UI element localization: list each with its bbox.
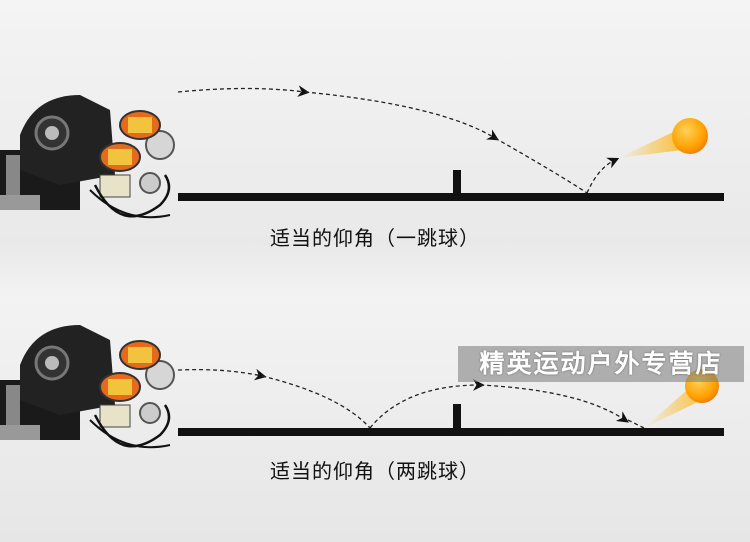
- panel-top: 适当的仰角（一跳球）: [270, 226, 480, 250]
- trajectory-arrow: [369, 379, 485, 429]
- trajectory-path: [261, 375, 371, 429]
- table-line: [178, 193, 724, 201]
- trajectory-arrow: [586, 157, 620, 194]
- caption-one-bounce: 适当的仰角（一跳球）: [270, 226, 480, 250]
- table-line: [178, 428, 724, 436]
- panel-one-bounce: [0, 85, 724, 219]
- ball-trail: [618, 128, 682, 158]
- trajectory-path: [494, 137, 588, 194]
- caption-two-bounce: 适当的仰角（两跳球）: [270, 459, 480, 483]
- ball-icon: [672, 118, 708, 154]
- trajectory-arrow: [177, 85, 310, 97]
- trajectory-arrow: [304, 91, 500, 141]
- trajectory-arrow: [177, 368, 267, 381]
- net: [453, 170, 461, 196]
- trajectory-path: [627, 419, 645, 429]
- panel-bottom: 适当的仰角（两跳球）: [0, 271, 750, 542]
- store-watermark: 精英运动户外专营店: [458, 346, 744, 382]
- net: [453, 404, 461, 432]
- trajectory-arrow: [479, 384, 629, 423]
